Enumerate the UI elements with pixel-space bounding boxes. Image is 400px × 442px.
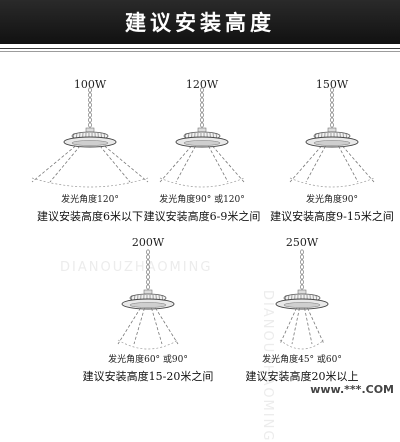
highbay-lamp-icon — [142, 70, 262, 210]
lamp-card-200w: 200W 发光角度60° 或90° 建议安装高度15-20米之间 — [88, 232, 208, 442]
divider-line — [0, 48, 400, 49]
beam-angle-label: 发光角度90° 或120° — [132, 192, 272, 205]
banner-title: 建议安装高度 — [0, 7, 400, 37]
highbay-lamp-icon — [272, 70, 392, 210]
website-footer: www.***.COM — [310, 383, 394, 396]
lamp-card-250w: 250W 发光角度45° 或60° 建议安装高度20米以上 — [242, 232, 362, 442]
beam-angle-label: 发光角度90° — [262, 192, 400, 205]
install-height-label: 建议安装高度20米以上 — [222, 368, 382, 384]
install-height-label: 建议安装高度9-15米之间 — [252, 208, 400, 224]
divider-line — [0, 51, 400, 52]
highbay-lamp-icon — [30, 70, 150, 210]
title-banner: 建议安装高度 — [0, 0, 400, 44]
beam-angle-label: 发光角度60° 或90° — [78, 352, 218, 365]
highbay-lamp-icon — [242, 232, 362, 372]
install-height-label: 建议安装高度15-20米之间 — [68, 368, 228, 384]
highbay-lamp-icon — [88, 232, 208, 372]
beam-angle-label: 发光角度45° 或60° — [232, 352, 372, 365]
